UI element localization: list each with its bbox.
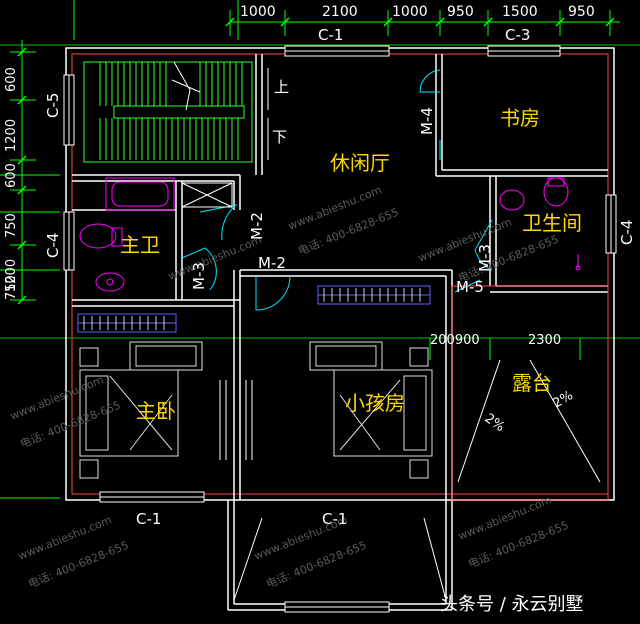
windows: [63, 45, 617, 613]
dim-mid-1: 200900: [430, 333, 480, 348]
room-label-master-bedroom: 主卧: [136, 399, 176, 423]
dim-left-3: 600: [4, 163, 19, 188]
dim-left-1: 600: [4, 67, 19, 92]
dim-left-2: 1200: [4, 119, 19, 152]
window-tag: C-1: [318, 26, 343, 44]
master-bed: [79, 341, 203, 479]
dim-top-3: 1000: [392, 4, 428, 20]
window-tag: C-1: [322, 510, 347, 528]
slope-tag: 2%: [482, 411, 507, 435]
door-tag: M-4: [418, 107, 436, 135]
window-tag: C-1: [136, 510, 161, 528]
door-swings: [181, 69, 493, 460]
slope-tag: 2%: [551, 388, 576, 411]
window-tag: C-5: [44, 93, 62, 118]
door-tag: M-3: [190, 262, 208, 290]
dimension-labels-top: 1000 2100 1000 950 1500 950: [240, 4, 595, 20]
room-labels: 休闲厅 书房 主卫 卫生间 主卧 小孩房 露台: [120, 106, 582, 423]
dim-mid-2: 2300: [528, 333, 561, 348]
door-tag: M-5: [456, 278, 484, 296]
dim-top-4: 950: [447, 4, 474, 20]
stair-up-tag: 上: [274, 78, 289, 96]
dimension-labels-left: 600 1200 600 750 1200 750: [4, 67, 19, 300]
dim-top-5: 1500: [502, 4, 538, 20]
room-label-leisure-hall: 休闲厅: [330, 151, 390, 175]
room-label-terrace: 露台: [512, 371, 552, 395]
terrace-slopes: [233, 359, 601, 601]
dim-left-5: 1200: [4, 259, 19, 292]
room-label-master-bath: 主卫: [120, 233, 160, 257]
stair-down-tag: 下: [272, 128, 287, 146]
dim-top-2: 2100: [322, 4, 358, 20]
wardrobe-hatch: [83, 288, 421, 330]
room-label-kids-room: 小孩房: [345, 391, 405, 415]
room-label-bathroom: 卫生间: [522, 211, 582, 235]
opening-tags: C-1 C-3 C-5 C-4 C-4 C-1 C-1 M-4 M-2 M-2 …: [44, 26, 636, 528]
dimension-ticks: [17, 17, 615, 305]
staircase: [83, 61, 253, 163]
bath-fixtures: [79, 177, 581, 292]
dimension-labels-mid: 200900 2300: [430, 333, 561, 348]
room-label-study: 书房: [500, 106, 540, 130]
door-tag: M-3: [476, 244, 494, 272]
window-tag: C-4: [44, 233, 62, 258]
source-caption: 头条号 / 永云别墅: [440, 594, 584, 615]
kids-bed: [309, 341, 433, 479]
window-tag: C-3: [505, 26, 530, 44]
dim-left-4: 750: [4, 213, 19, 238]
window-tag: C-4: [618, 220, 636, 245]
dim-top-1: 1000: [240, 4, 276, 20]
door-tag: M-2: [258, 254, 286, 272]
dim-top-6: 950: [568, 4, 595, 20]
dim-left-6: 750: [4, 275, 19, 300]
wardrobes: [77, 285, 431, 333]
door-tag: M-2: [248, 212, 266, 240]
